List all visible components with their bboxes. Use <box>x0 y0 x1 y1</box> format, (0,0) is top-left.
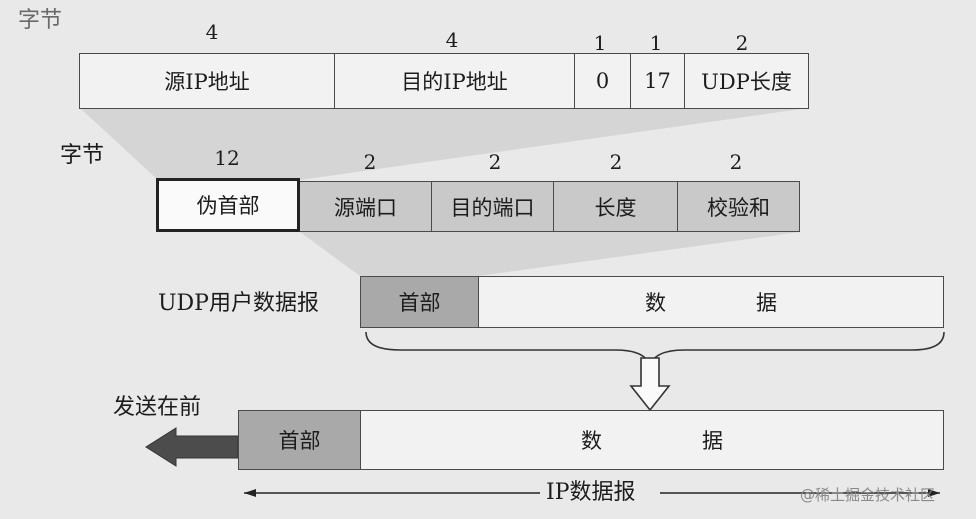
pseudo-size-4: 2 <box>735 31 749 55</box>
ip-data-char-0: 数 <box>581 429 602 453</box>
send-first-label: 发送在前 <box>113 395 202 420</box>
field-udp-length: UDP长度 <box>701 70 792 94</box>
ip-datagram-label: IP数据报 <box>546 480 636 505</box>
field-dst-ip: 目的IP地址 <box>335 54 575 108</box>
pseudo-size-2: 1 <box>593 31 607 55</box>
udp-datagram-data: 数 据 <box>479 277 943 327</box>
pseudo-size-1: 4 <box>445 28 459 52</box>
send-first-arrow <box>145 427 239 467</box>
udp-datagram-header: 首部 <box>361 277 479 327</box>
udp-size-4: 2 <box>729 150 743 174</box>
udp-bytes-label: 字节 <box>60 143 105 168</box>
udp-header-row: 源端口 目的端口 长度 校验和 <box>300 181 800 232</box>
field-length: 长度 <box>554 182 678 231</box>
ip-datagram-header: 首部 <box>239 411 361 469</box>
udp-size-2: 2 <box>488 150 502 174</box>
pseudo-header-row: 源IP地址 目的IP地址 0 17 UDP长度 <box>79 53 809 109</box>
field-checksum: 校验和 <box>707 195 770 220</box>
watermark: @稀土掘金技术社区 <box>800 486 936 504</box>
pseudo-size-0: 4 <box>205 20 219 44</box>
field-src-port: 源端口 <box>300 182 432 231</box>
udp-datagram-label: UDP用户数据报 <box>158 291 319 316</box>
ip-datagram-data: 数 据 <box>361 411 943 469</box>
field-dst-port: 目的端口 <box>432 182 554 231</box>
udp-datagram-row: 首部 数 据 <box>360 276 944 328</box>
ip-datagram-row: 首部 数 据 <box>238 410 944 470</box>
field-pseudo-header: 伪首部 <box>156 178 300 232</box>
encapsulate-down-arrow <box>629 357 671 412</box>
ip-data-char-1: 据 <box>702 429 723 453</box>
udp-data-char-0: 数 <box>645 291 666 315</box>
udp-size-0: 12 <box>214 146 240 170</box>
field-src-ip: 源IP地址 <box>80 54 335 108</box>
udp-size-1: 2 <box>363 150 377 174</box>
pseudo-bytes-label: 字节 <box>18 8 63 33</box>
field-protocol: 17 <box>631 54 685 108</box>
udp-size-3: 2 <box>609 150 623 174</box>
pseudo-size-3: 1 <box>649 31 663 55</box>
udp-header-projection <box>300 232 800 276</box>
pseudo-header-projection <box>80 108 808 180</box>
field-zero: 0 <box>575 54 631 108</box>
udp-data-char-1: 据 <box>756 291 777 315</box>
